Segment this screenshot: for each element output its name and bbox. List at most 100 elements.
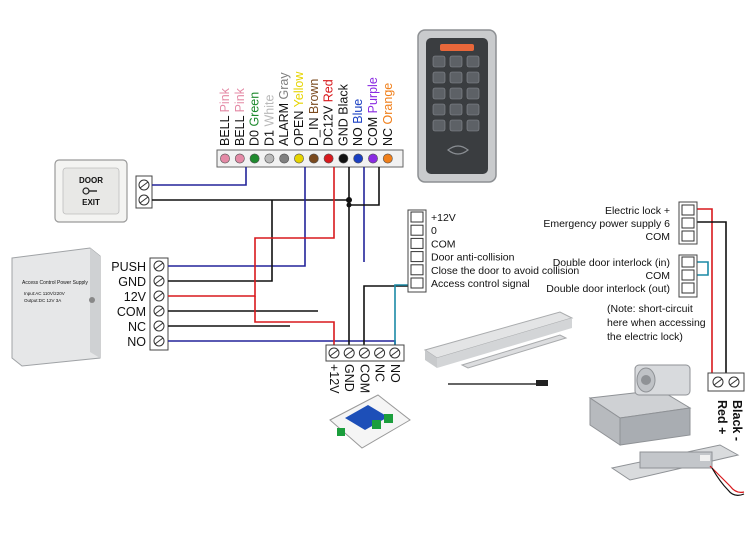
relay-screw-slot [360,349,369,357]
terminal-label: D0 Green [248,92,262,146]
lock-terminal-label: 0 [431,225,437,237]
magnetic-lock-icon [423,311,574,386]
terminal-label-name: GND [336,115,350,146]
terminal-screw [382,153,393,164]
interlock-label: COM [646,231,671,243]
terminal-label-color: Orange [381,83,395,125]
terminal-label-name: ALARM [277,99,291,146]
power-supply-spec1: Input:AC 110V/220V [24,291,65,296]
terminal-label-color: Brown [307,79,321,114]
lock-terminal-slot [410,237,424,249]
interlock-slot [681,204,695,216]
exit-button-icon: DOOR EXIT [54,159,128,223]
lock-terminal-slot [410,224,424,236]
lock-terminal-label: COM [431,238,456,250]
keypad-terminal-block [216,149,404,168]
power-supply-terminals [149,257,169,351]
terminal-label-color: Blue [351,99,365,124]
interlock-label: Double door interlock (out) [546,283,670,295]
interlock-label: Emergency power supply 6 [543,218,670,230]
power-supply-icon: Access Control Power Supply Input:AC 110… [11,247,101,367]
relay-terminal-label: COM [357,364,371,393]
terminal-label: OPEN Yellow [292,71,306,146]
terminal-label-color: Gray [277,72,291,100]
power-supply-terminal-labels: PUSH GND 12V COM NC NO [111,260,146,349]
psu-screw-slot [154,262,164,270]
psu-label-com: COM [117,305,146,319]
terminal-label-color: Black [336,83,350,114]
terminal-screw [279,153,290,164]
terminal-label: BELL Pink [233,87,247,146]
lock-terminal-label: Access control signal [431,278,530,290]
strike-wire-red-label: Red + [715,400,729,434]
terminal-label-color: White [262,95,276,127]
psu-screw-slot [154,307,164,315]
lock-terminal-slot [410,277,424,289]
terminal-label: DC12V Red [322,79,336,146]
terminal-label-color: Purple [366,77,380,113]
terminal-label-color: Pink [233,87,247,112]
relay-screw-slot [390,349,400,357]
relay-terminal-label: +12V [327,364,341,394]
exit-button-terminals [135,175,153,209]
terminal-label: ALARM Gray [277,72,291,146]
terminal-label-name: BELL [233,112,247,146]
terminal-label-name: NC [381,124,395,146]
terminal-label-name: D_IN [307,114,321,146]
lock-terminal-slot [410,264,424,276]
terminal-screw [308,153,319,164]
interlock-slot [681,217,695,229]
interlock-label: Double door interlock (in) [553,257,670,269]
lock-terminal-slot [410,211,424,223]
relay-screw-slot [375,349,384,357]
terminal-label-name: D1 [262,127,276,146]
terminal-label-name: D0 [248,127,262,146]
note-line1: (Note: short-circuit [607,303,693,315]
relay-terminal-label: NC [373,364,387,382]
terminal-label: GND Black [336,83,350,146]
relay-terminal-label: NO [388,364,402,383]
terminal-label: D_IN Brown [307,79,321,146]
psu-screw-slot [154,322,164,330]
exit-button-line1: DOOR [79,176,103,185]
junction-dot [346,202,352,208]
terminal-label: COM Purple [366,77,380,146]
lock-terminal-label: +12V [431,212,456,224]
interlock-label: COM [646,270,671,282]
electric-bolt-lock-icon [588,364,692,446]
power-supply-title: Access Control Power Supply [22,280,88,286]
terminal-label-name: BELL [218,112,232,146]
interlock-labels: Electric lock +Emergency power supply 6C… [543,205,670,295]
psu-label-nc: NC [128,320,146,334]
terminal-label-color: Red [322,79,336,102]
note-line2: here when accessing [607,317,706,329]
strike-wire-black-label: Black - [730,400,744,441]
terminal-label: D1 White [262,95,276,146]
terminal-label: BELL Pink [218,87,232,146]
terminal-label-name: NO [351,124,365,146]
note-line3: the electric lock) [607,331,683,343]
psu-label-gnd: GND [118,275,146,289]
terminal-label-name: OPEN [292,107,306,146]
junction-dot [346,197,352,203]
exit-button-line2: EXIT [82,198,100,207]
psu-label-push: PUSH [111,260,146,274]
terminal-label-color: Green [248,92,262,127]
relay-screw-slot [329,349,339,357]
relay-screw-slot [344,349,354,357]
lock-terminal-block [407,209,427,293]
psu-screw-slot [154,337,164,345]
power-supply-spec2: Output:DC 12V 3A [24,298,61,303]
lock-terminal-label: Door anti-collision [431,252,515,264]
relay-module-icon [329,394,411,449]
lock-terminal-slot [410,251,424,263]
interlock-label: Electric lock + [605,205,670,217]
terminal-screw [234,153,245,164]
terminal-label: NO Blue [351,99,365,146]
terminal-screw [220,153,230,164]
interlock-slot [681,269,695,281]
